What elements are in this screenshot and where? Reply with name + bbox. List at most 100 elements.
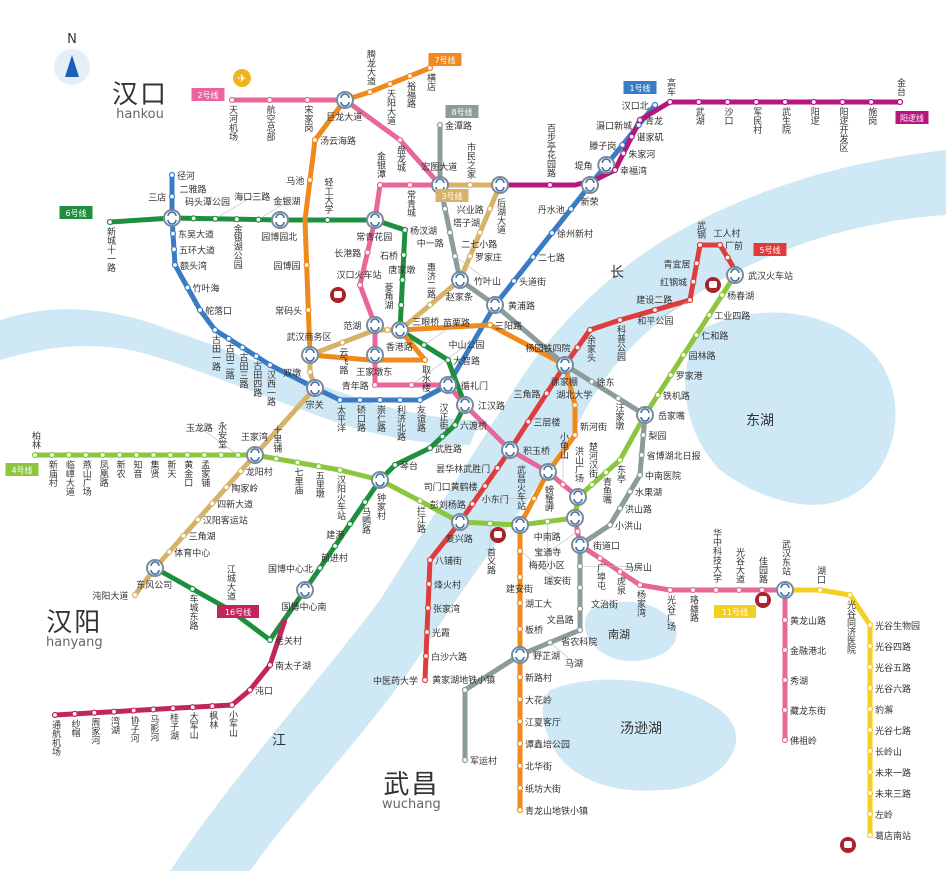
station-label[interactable]: 四新大道 bbox=[217, 498, 253, 510]
station-label[interactable]: 五环大道 bbox=[179, 244, 215, 256]
station-label[interactable]: 纱帽 bbox=[70, 719, 81, 738]
station-label[interactable]: 小东门 bbox=[482, 494, 509, 506]
station-marker[interactable] bbox=[516, 740, 524, 747]
station-label[interactable]: 工业四路 bbox=[714, 310, 750, 322]
station-label[interactable]: 武昌火车站 bbox=[515, 464, 526, 511]
line-badge-l5[interactable] bbox=[753, 243, 787, 256]
station-label[interactable]: 光霞 bbox=[432, 627, 450, 639]
station-marker[interactable] bbox=[753, 98, 760, 106]
station-label[interactable]: 三层楼 bbox=[533, 417, 560, 429]
station-marker[interactable] bbox=[196, 306, 204, 314]
station-label[interactable]: 长岭山 bbox=[875, 746, 902, 758]
station-label[interactable]: 循礼门 bbox=[461, 380, 488, 392]
station-marker[interactable] bbox=[422, 652, 430, 660]
station-marker[interactable] bbox=[571, 401, 579, 409]
line-badge-l3[interactable] bbox=[435, 189, 469, 202]
station-label[interactable]: 三角湖 bbox=[189, 531, 216, 543]
station-label[interactable]: 航空总部 bbox=[265, 104, 276, 142]
station-label[interactable]: 厂前 bbox=[725, 240, 743, 252]
station-marker[interactable] bbox=[234, 451, 242, 459]
station-label[interactable]: 巨龙大道 bbox=[326, 111, 362, 123]
station-marker[interactable] bbox=[339, 339, 346, 346]
station-marker[interactable] bbox=[223, 484, 230, 491]
station-label[interactable]: 汪家墩 bbox=[613, 403, 624, 431]
station-marker[interactable] bbox=[48, 451, 56, 459]
station-marker[interactable] bbox=[311, 136, 319, 144]
station-marker[interactable] bbox=[810, 98, 817, 106]
station-marker[interactable] bbox=[735, 586, 743, 594]
station-label[interactable]: 高车 bbox=[665, 77, 676, 97]
station-marker[interactable] bbox=[169, 230, 177, 237]
station-marker[interactable] bbox=[398, 301, 405, 309]
station-marker[interactable] bbox=[209, 500, 216, 507]
station-label[interactable]: 螃蟹岬 bbox=[543, 484, 554, 513]
station-marker[interactable] bbox=[426, 556, 434, 564]
station-marker[interactable] bbox=[654, 391, 661, 399]
station-label[interactable]: 谌家矶 bbox=[637, 132, 664, 144]
station-label[interactable]: 杨家湾 bbox=[635, 589, 646, 618]
station-marker[interactable] bbox=[65, 451, 72, 459]
station-label[interactable]: 赵家条 bbox=[446, 291, 473, 303]
station-marker[interactable] bbox=[866, 831, 874, 839]
station-label[interactable]: 横店 bbox=[425, 72, 436, 92]
station-marker[interactable] bbox=[546, 639, 554, 646]
station-label[interactable]: 陶家岭 bbox=[231, 482, 258, 494]
station-marker[interactable] bbox=[626, 488, 634, 495]
station-marker[interactable] bbox=[426, 301, 434, 309]
station-label[interactable]: 沙口 bbox=[723, 107, 734, 125]
station-marker[interactable] bbox=[400, 251, 407, 259]
station-marker[interactable] bbox=[616, 456, 624, 464]
station-marker[interactable] bbox=[781, 98, 789, 106]
line-badge-l1[interactable] bbox=[623, 81, 657, 94]
station-label[interactable]: 体育中心 bbox=[174, 547, 210, 559]
station-marker[interactable] bbox=[106, 218, 114, 226]
station-label[interactable]: 二七路 bbox=[538, 252, 565, 264]
station-label[interactable]: 竹叶山 bbox=[474, 275, 501, 287]
station-marker[interactable] bbox=[239, 344, 246, 351]
station-label[interactable]: 临嶂大道 bbox=[64, 459, 75, 497]
station-label[interactable]: 永安堂 bbox=[216, 421, 227, 449]
station-marker[interactable] bbox=[866, 663, 874, 671]
station-label[interactable]: 古田二路 bbox=[224, 343, 235, 381]
station-marker[interactable] bbox=[716, 241, 724, 249]
station-label[interactable]: 左岭 bbox=[875, 809, 893, 821]
station-label[interactable]: 枫林 bbox=[207, 710, 218, 730]
station-marker[interactable] bbox=[233, 216, 240, 223]
station-marker[interactable] bbox=[616, 568, 624, 575]
station-marker[interactable] bbox=[416, 396, 424, 404]
station-marker[interactable] bbox=[336, 396, 344, 404]
station-marker[interactable] bbox=[571, 431, 579, 439]
station-marker[interactable] bbox=[391, 461, 399, 469]
station-marker[interactable] bbox=[166, 548, 173, 555]
station-marker[interactable] bbox=[866, 810, 874, 818]
station-label[interactable]: 余家头 bbox=[585, 334, 596, 363]
station-marker[interactable] bbox=[781, 706, 789, 714]
station-label[interactable]: 燕山广场 bbox=[81, 459, 92, 497]
station-marker[interactable] bbox=[451, 421, 459, 429]
station-marker[interactable] bbox=[516, 696, 524, 703]
station-marker[interactable] bbox=[396, 136, 404, 144]
station-marker[interactable] bbox=[638, 451, 645, 459]
station-marker[interactable] bbox=[476, 229, 484, 236]
station-label[interactable]: 前进村 bbox=[321, 552, 348, 564]
station-label[interactable]: 复兴路 bbox=[446, 533, 473, 545]
station-marker[interactable] bbox=[666, 586, 674, 594]
station-marker[interactable] bbox=[525, 418, 532, 425]
station-label[interactable]: 江汉路 bbox=[478, 400, 505, 412]
station-marker[interactable] bbox=[184, 451, 191, 459]
station-marker[interactable] bbox=[461, 756, 469, 764]
station-label[interactable]: 湖工大 bbox=[525, 598, 552, 610]
station-label[interactable]: 罗家港 bbox=[676, 370, 703, 382]
station-label[interactable]: 武湖 bbox=[694, 106, 705, 126]
station-label[interactable]: 海口三路 bbox=[234, 191, 270, 203]
station-marker[interactable] bbox=[131, 591, 139, 599]
station-label[interactable]: 小龟山 bbox=[558, 432, 569, 459]
station-marker[interactable] bbox=[510, 277, 518, 285]
station-label[interactable]: 阳逻 bbox=[809, 107, 820, 126]
station-marker[interactable] bbox=[693, 260, 700, 267]
station-label[interactable]: 桂子湖 bbox=[168, 712, 179, 741]
station-label[interactable]: 军运村 bbox=[470, 755, 497, 767]
station-label[interactable]: 武钢 bbox=[695, 220, 706, 240]
station-label[interactable]: 新天 bbox=[165, 459, 176, 479]
station-marker[interactable] bbox=[150, 706, 157, 713]
